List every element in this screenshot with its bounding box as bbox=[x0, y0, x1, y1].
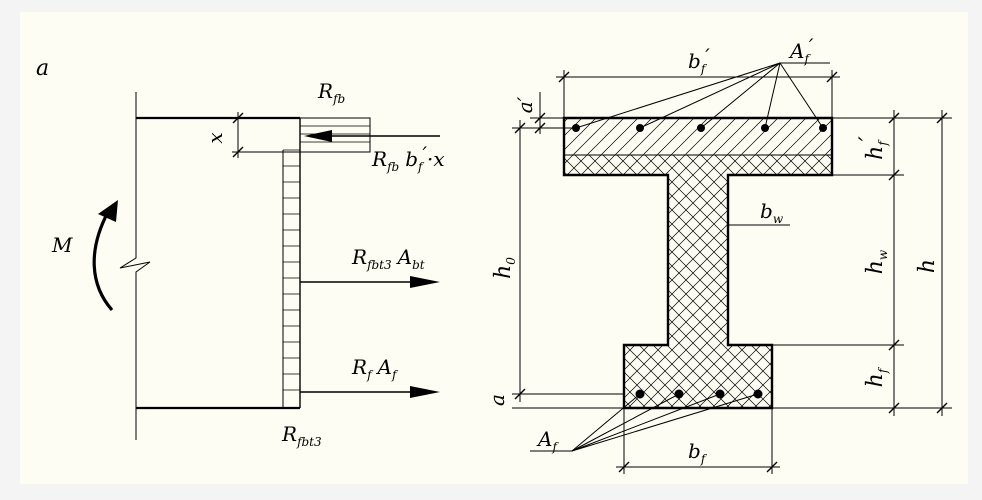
drawing-panel bbox=[20, 12, 968, 484]
section-body-hatch bbox=[564, 155, 832, 408]
bf-prime-dimension bbox=[556, 70, 840, 118]
bf-dimension bbox=[616, 408, 780, 474]
reinforcement-tension-arrow bbox=[300, 386, 440, 398]
bf-label: bf bbox=[688, 439, 708, 466]
concrete-tension-arrow bbox=[300, 276, 440, 288]
hw-label: hw bbox=[863, 249, 890, 274]
hf-label: hf bbox=[863, 366, 890, 387]
break-line bbox=[119, 92, 151, 440]
a-prime-label: a′ bbox=[513, 96, 537, 113]
af-bottom-leaders bbox=[530, 393, 759, 452]
h0-label: h0 bbox=[491, 257, 518, 279]
bw-label: bw bbox=[760, 199, 784, 226]
af-prime-leaders bbox=[575, 62, 830, 129]
rfb-label: Rfb bbox=[317, 79, 345, 106]
hf-prime-label: hf′ bbox=[856, 136, 890, 160]
a-dimension: a bbox=[485, 394, 624, 409]
x-label: x bbox=[203, 132, 227, 143]
vertical-dimensions-right bbox=[772, 110, 952, 416]
bf-prime-label: bf′ bbox=[688, 44, 710, 76]
af-prime-label: Af′ bbox=[788, 34, 814, 66]
moment-arrow: M bbox=[51, 200, 118, 312]
beam-section-left: x bbox=[119, 92, 371, 440]
h-label: h bbox=[915, 259, 940, 273]
panel-label: a bbox=[36, 56, 49, 81]
compression-force-arrow bbox=[304, 130, 440, 142]
top-flange-cover bbox=[564, 118, 832, 155]
rfbt3-bottom-label: Rfbt3 bbox=[281, 422, 322, 449]
a-label: a bbox=[485, 394, 509, 406]
tension-strip-hatch bbox=[283, 149, 300, 391]
rebar-top-5 bbox=[819, 124, 827, 132]
af-bottom-label: Af bbox=[536, 427, 559, 454]
i-section bbox=[562, 116, 834, 410]
h0-dimension bbox=[512, 120, 624, 402]
moment-label: M bbox=[51, 233, 73, 257]
compression-block bbox=[299, 117, 371, 153]
